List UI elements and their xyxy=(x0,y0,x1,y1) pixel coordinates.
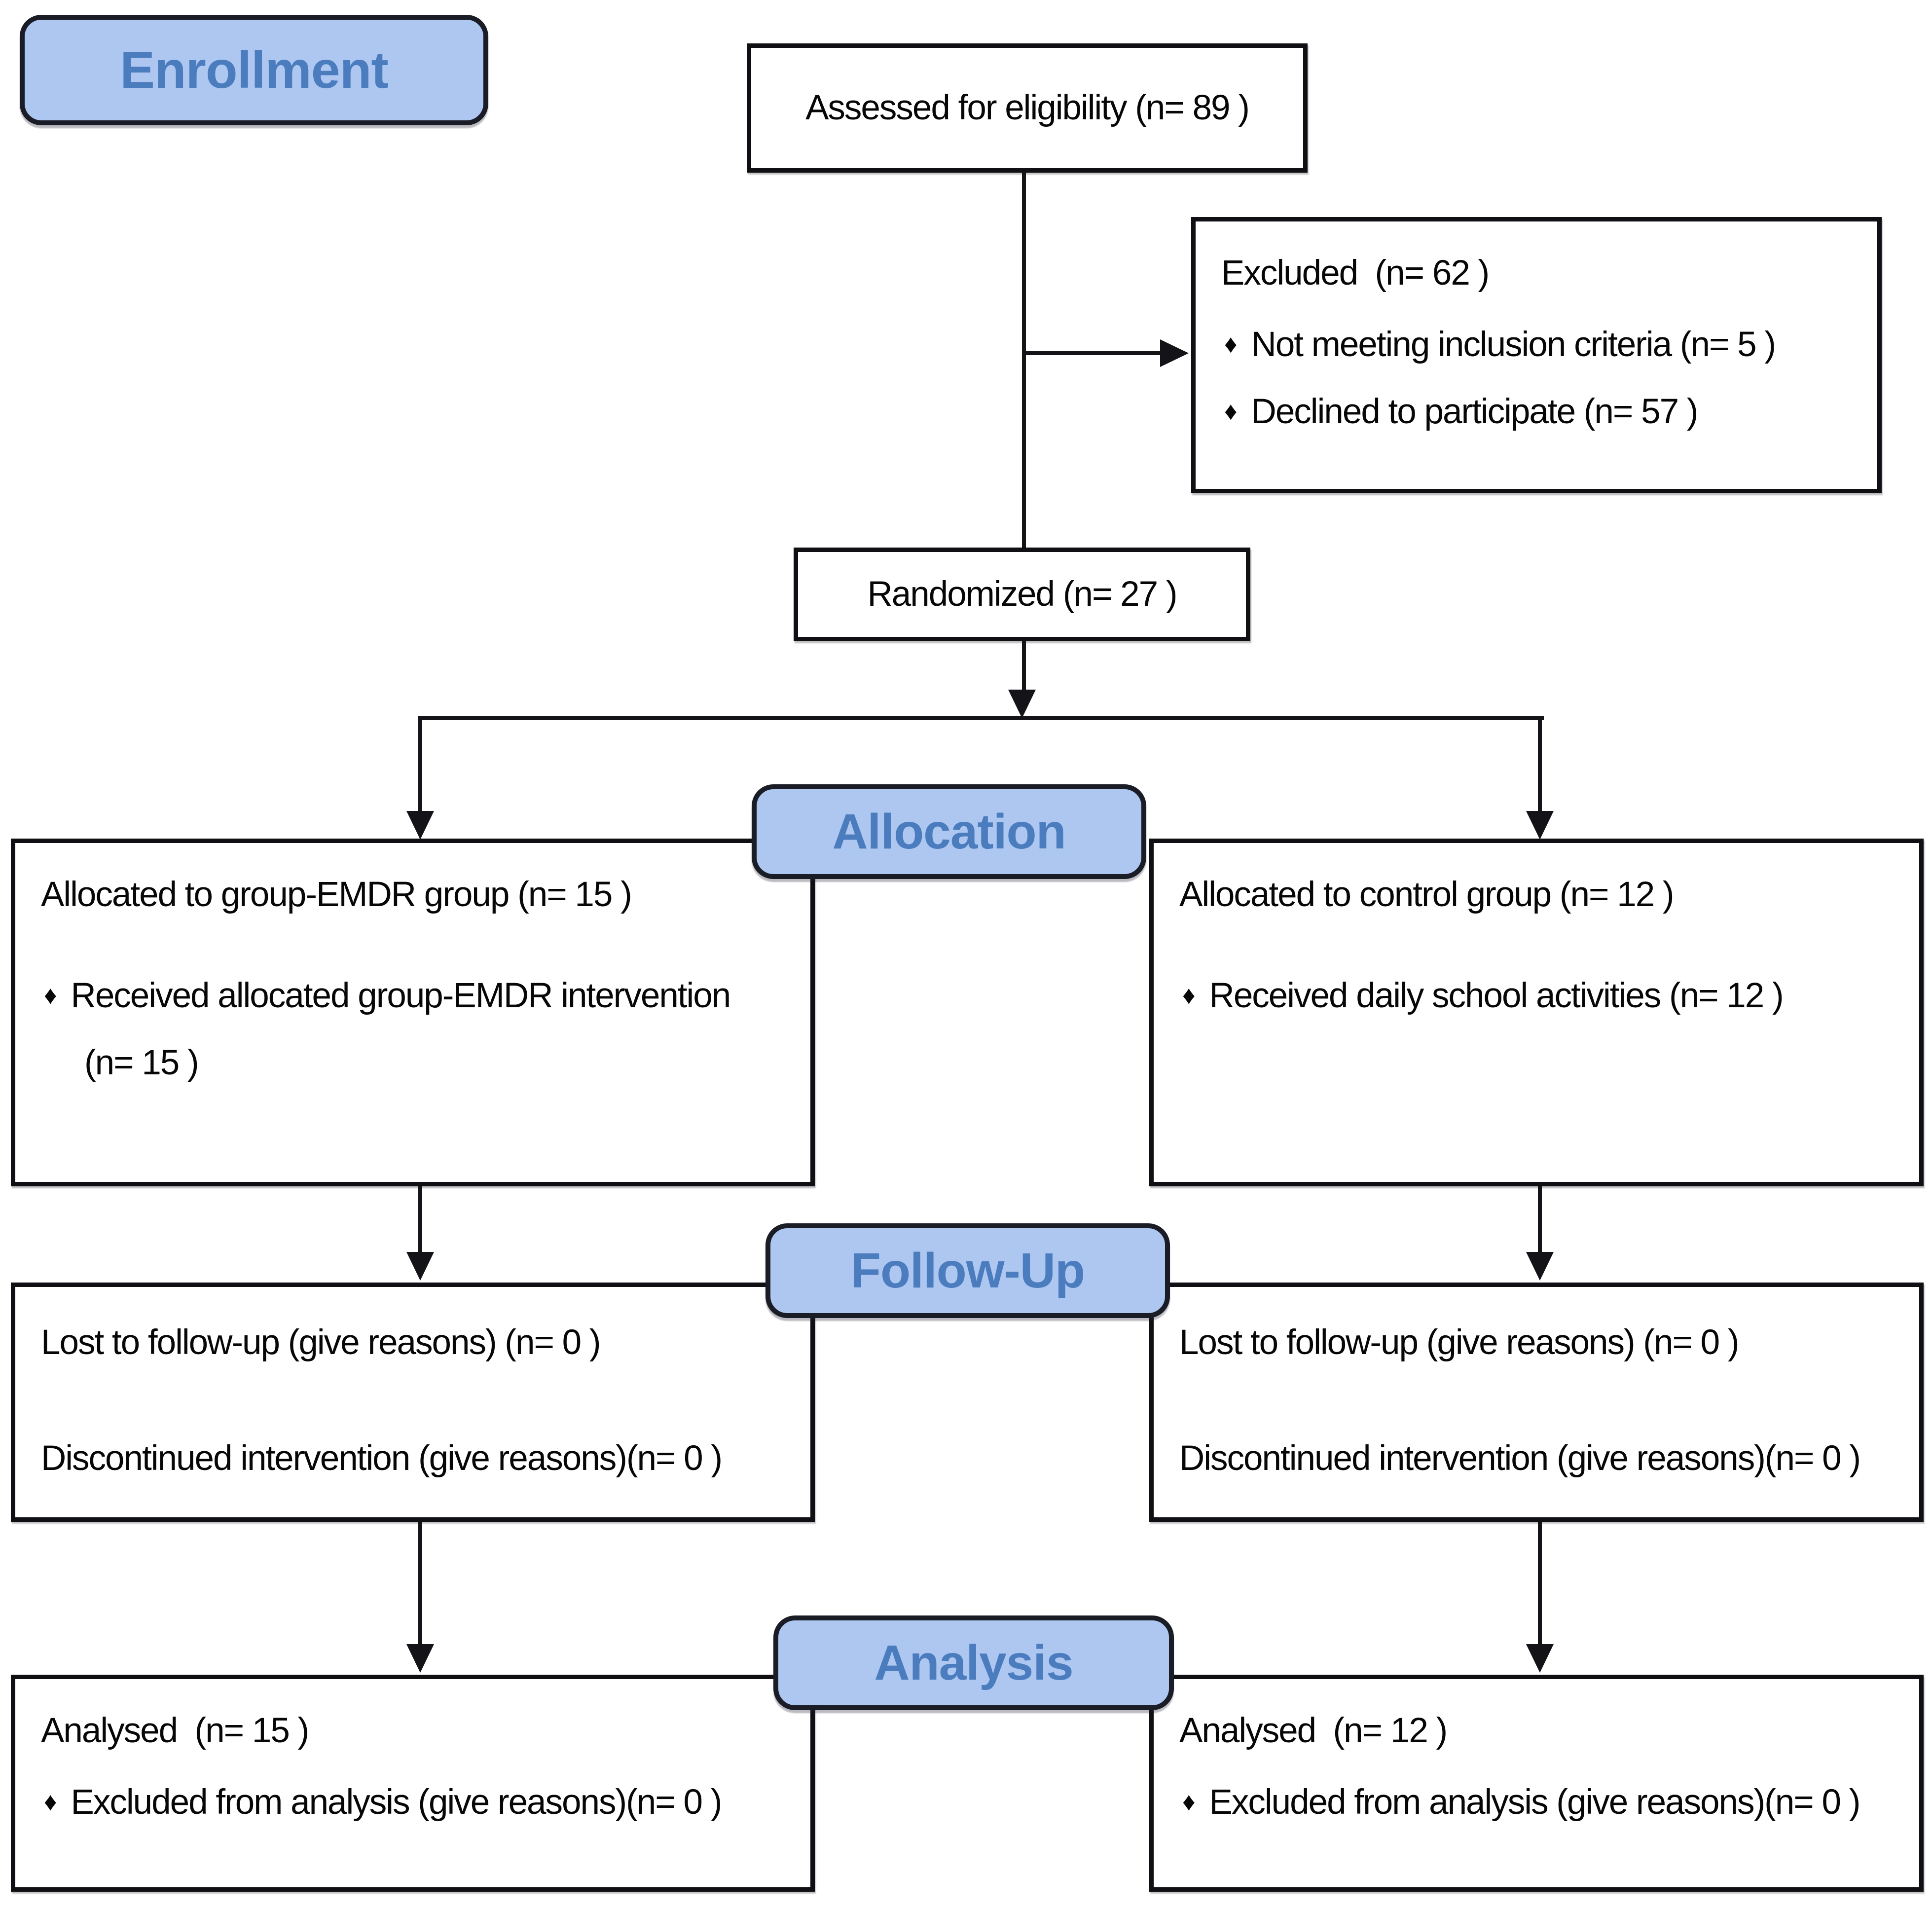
excluded-bullet-1: ♦ Not meeting inclusion criteria (n= 5 ) xyxy=(1221,324,1860,367)
stage-label-analysis-text: Analysis xyxy=(874,1635,1073,1690)
diamond-bullet-icon: ♦ xyxy=(44,981,57,1010)
stage-label-followup: Follow-Up xyxy=(766,1223,1170,1318)
followup-control-content: Lost to follow-up (give reasons) (n= 0 )… xyxy=(1154,1287,1919,1480)
analysis-control-box: Analysed (n= 12 ) ♦ Excluded from analys… xyxy=(1149,1675,1924,1892)
connector-followup-to-analysis-intervention xyxy=(418,1522,422,1646)
analysis-control-title: Analysed (n= 12 ) xyxy=(1179,1711,1448,1750)
excluded-title: Excluded (n= 62 ) xyxy=(1221,254,1490,293)
diamond-bullet-icon: ♦ xyxy=(1224,330,1238,359)
analysis-intervention-content: Analysed (n= 15 ) ♦ Excluded from analys… xyxy=(15,1679,810,1824)
analysis-control-bullet: ♦ Excluded from analysis (give reasons)(… xyxy=(1179,1781,1902,1824)
analysis-intervention-bullet: ♦ Excluded from analysis (give reasons)(… xyxy=(41,1781,794,1824)
randomized-box: Randomized (n= 27 ) xyxy=(794,548,1250,641)
allocated-intervention-bullet-continuation: (n= 15 ) xyxy=(84,1043,199,1083)
connector-to-excluded xyxy=(1024,351,1161,355)
connector-branch-to-intervention xyxy=(418,716,422,813)
connector-assessed-to-randomized xyxy=(1022,172,1026,549)
connector-control-to-followup xyxy=(1538,1186,1542,1253)
excluded-bullet-2-text: Declined to participate (n= 57 ) xyxy=(1251,392,1699,432)
allocated-control-title: Allocated to control group (n= 12 ) xyxy=(1179,875,1675,914)
followup-intervention-line-1: Lost to follow-up (give reasons) (n= 0 ) xyxy=(41,1323,601,1362)
allocated-control-box: Allocated to control group (n= 12 ) ♦ Re… xyxy=(1149,839,1924,1186)
branch-line xyxy=(420,716,1544,720)
stage-label-enrollment: Enrollment xyxy=(20,15,488,125)
randomized-text: Randomized (n= 27 ) xyxy=(867,574,1177,614)
excluded-bullet-1-text: Not meeting inclusion criteria (n= 5 ) xyxy=(1251,325,1776,364)
allocated-control-bullet: ♦ Received daily school activities (n= 1… xyxy=(1179,975,1902,1018)
stage-label-allocation-text: Allocation xyxy=(832,804,1066,859)
followup-intervention-box: Lost to follow-up (give reasons) (n= 0 )… xyxy=(11,1283,815,1522)
analysis-control-bullet-text: Excluded from analysis (give reasons)(n=… xyxy=(1209,1782,1861,1822)
arrowhead-into-analysis-control-icon xyxy=(1526,1644,1554,1673)
allocated-intervention-content: Allocated to group-EMDR group (n= 15 ) ♦… xyxy=(15,843,810,1085)
allocated-intervention-title: Allocated to group-EMDR group (n= 15 ) xyxy=(41,875,632,914)
arrowhead-into-followup-intervention-icon xyxy=(406,1252,434,1281)
analysis-intervention-title: Analysed (n= 15 ) xyxy=(41,1711,309,1750)
analysis-control-content: Analysed (n= 12 ) ♦ Excluded from analys… xyxy=(1154,1679,1919,1824)
followup-intervention-line-2: Discontinued intervention (give reasons)… xyxy=(41,1438,723,1478)
allocated-control-bullet-text: Received daily school activities (n= 12 … xyxy=(1209,976,1784,1015)
analysis-intervention-bullet-text: Excluded from analysis (give reasons)(n=… xyxy=(71,1782,723,1822)
stage-label-enrollment-text: Enrollment xyxy=(120,40,389,99)
stage-label-allocation: Allocation xyxy=(752,784,1146,879)
excluded-box: Excluded (n= 62 ) ♦ Not meeting inclusio… xyxy=(1191,217,1882,493)
followup-control-line-1: Lost to follow-up (give reasons) (n= 0 ) xyxy=(1179,1323,1739,1362)
assessed-for-eligibility-box: Assessed for eligibility (n= 89 ) xyxy=(747,43,1308,173)
connector-randomized-to-branch xyxy=(1022,641,1026,692)
excluded-content: Excluded (n= 62 ) ♦ Not meeting inclusio… xyxy=(1196,221,1877,434)
allocated-intervention-bullet: ♦ Received allocated group-EMDR interven… xyxy=(41,975,794,1018)
followup-intervention-content: Lost to follow-up (give reasons) (n= 0 )… xyxy=(15,1287,810,1480)
followup-control-box: Lost to follow-up (give reasons) (n= 0 )… xyxy=(1149,1283,1924,1522)
diamond-bullet-icon: ♦ xyxy=(1182,1787,1196,1816)
assessed-text: Assessed for eligibility (n= 89 ) xyxy=(805,88,1250,127)
diamond-bullet-icon: ♦ xyxy=(44,1787,57,1816)
arrowhead-into-analysis-intervention-icon xyxy=(406,1644,434,1673)
stage-label-followup-text: Follow-Up xyxy=(850,1243,1085,1298)
arrowhead-into-intervention-icon xyxy=(406,811,434,840)
diamond-bullet-icon: ♦ xyxy=(1182,981,1196,1010)
arrowhead-into-control-icon xyxy=(1526,811,1554,840)
allocated-intervention-box: Allocated to group-EMDR group (n= 15 ) ♦… xyxy=(11,839,815,1186)
arrowhead-into-followup-control-icon xyxy=(1526,1252,1554,1281)
diamond-bullet-icon: ♦ xyxy=(1224,397,1238,426)
followup-control-line-2: Discontinued intervention (give reasons)… xyxy=(1179,1438,1861,1478)
arrowhead-into-excluded-icon xyxy=(1160,339,1189,367)
connector-followup-to-analysis-control xyxy=(1538,1522,1542,1646)
allocated-control-content: Allocated to control group (n= 12 ) ♦ Re… xyxy=(1154,843,1919,1017)
connector-branch-to-control xyxy=(1538,716,1542,813)
connector-intervention-to-followup xyxy=(418,1186,422,1253)
allocated-intervention-bullet-text: Received allocated group-EMDR interventi… xyxy=(71,976,731,1015)
analysis-intervention-box: Analysed (n= 15 ) ♦ Excluded from analys… xyxy=(11,1675,815,1892)
arrowhead-branch-center-icon xyxy=(1008,690,1036,718)
excluded-bullet-2: ♦ Declined to participate (n= 57 ) xyxy=(1221,391,1860,434)
stage-label-analysis: Analysis xyxy=(773,1615,1174,1710)
